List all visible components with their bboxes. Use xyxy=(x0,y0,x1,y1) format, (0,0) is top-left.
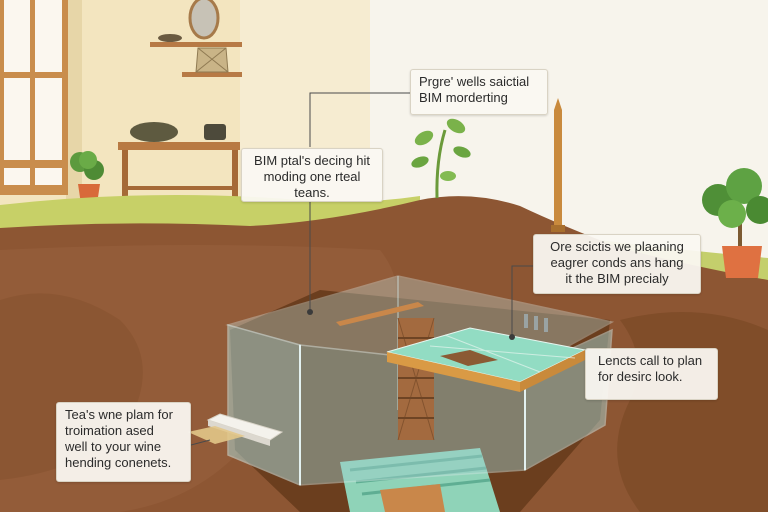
cellar-shelf xyxy=(336,302,424,326)
floor-board xyxy=(188,413,284,446)
wall-pillar xyxy=(66,0,82,200)
leader-line-5 xyxy=(190,439,211,446)
tasting-counter xyxy=(386,327,587,392)
garden-pole xyxy=(551,98,565,232)
callout-bim-modeling: Prgre' wells saictial BIM morderting xyxy=(410,69,548,115)
callout-desired-look: Lencts call to plan for desirc look. xyxy=(585,348,718,400)
marker-1 xyxy=(307,309,313,315)
side-table xyxy=(118,122,240,198)
leader-line-3 xyxy=(511,265,533,335)
soil-shade-right xyxy=(617,312,768,512)
faucet xyxy=(524,314,548,332)
marker-2 xyxy=(509,334,515,340)
leader-line-1 xyxy=(309,92,410,147)
callout-wine-plan: Tea's wne plam for troimation ased well … xyxy=(56,402,191,482)
callout-planning: Ore scictis we plaaning eagrer conds ans… xyxy=(533,234,701,294)
wine-rack xyxy=(397,317,435,441)
cellar-stairs xyxy=(340,448,500,512)
wall-shelves xyxy=(150,0,242,77)
leader-markers xyxy=(307,309,515,340)
callout-real-teams: BIM ptal's decing hit moding one rteal t… xyxy=(241,148,383,202)
window xyxy=(0,0,68,195)
center-plant xyxy=(411,118,471,199)
right-potted-tree xyxy=(702,168,768,278)
leader-lines xyxy=(190,92,533,446)
